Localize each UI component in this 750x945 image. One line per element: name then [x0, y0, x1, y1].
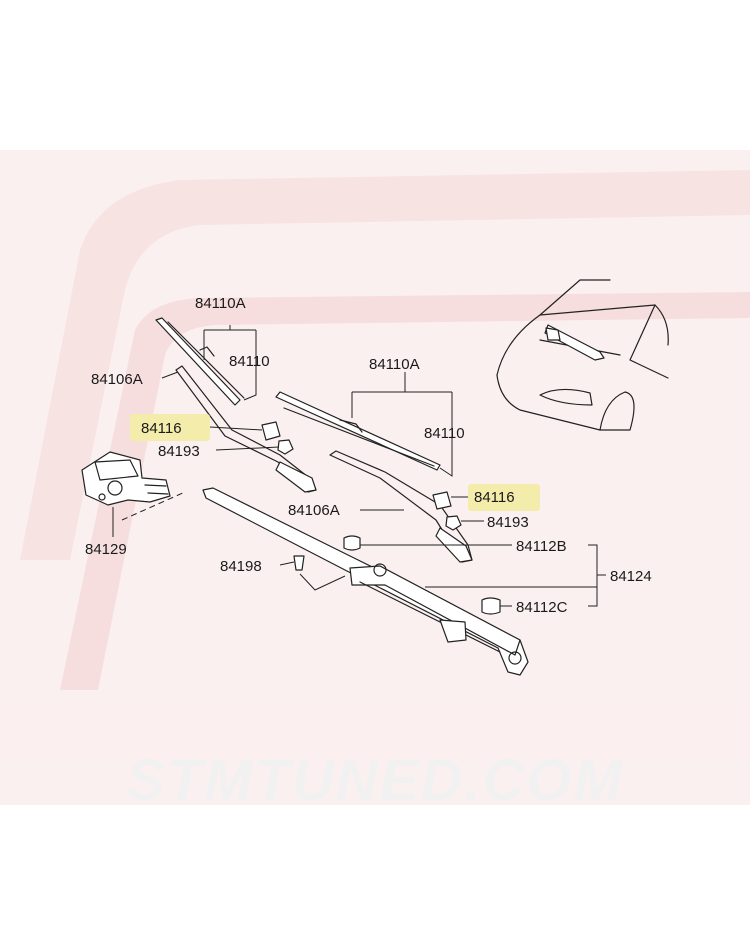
- lower-bushing-shape: [481, 597, 501, 615]
- highlight-box-right-cap: [468, 484, 540, 511]
- left-arm-cap-shape: [261, 421, 281, 441]
- motor-link-dash: [121, 491, 186, 521]
- label-left-blade: 84110A: [195, 295, 246, 312]
- clip-leader: [299, 573, 346, 591]
- right-arm-cap-shape: [432, 491, 452, 510]
- leader-left-cap: [209, 426, 263, 431]
- label-upper-bushing: 84112B: [516, 538, 567, 555]
- highlight-box-left-cap: [130, 414, 210, 441]
- label-left-cap: 84116: [141, 420, 182, 437]
- label-motor: 84129: [85, 541, 127, 558]
- watermark-text: STMTUNED.COM: [126, 748, 624, 813]
- label-right-cap: 84116: [474, 489, 515, 506]
- left-nut-shape: [277, 439, 294, 455]
- leader-right-blade: [351, 372, 453, 477]
- label-linkage: 84124: [610, 568, 652, 585]
- right-wiper-blade: [275, 391, 441, 471]
- label-right-blade: 84110A: [369, 356, 420, 373]
- wiper-motor: [81, 451, 171, 506]
- vehicle-location-sketch: [496, 279, 669, 431]
- label-right-arm: 84106A: [288, 502, 340, 519]
- left-wiper-arm: [175, 365, 317, 493]
- label-left-nut: 84193: [158, 443, 200, 460]
- leader-clip: [279, 561, 295, 566]
- label-lower-bushing: 84112C: [516, 599, 568, 616]
- right-nut-shape: [445, 515, 462, 531]
- label-clip: 84198: [220, 558, 262, 575]
- leader-left-nut: [215, 446, 280, 451]
- label-right-blade-refill: 84110: [424, 425, 465, 442]
- upper-bushing-shape: [343, 535, 361, 551]
- leader-left-blade: [203, 325, 257, 401]
- wiper-linkage: [202, 487, 529, 676]
- label-right-nut: 84193: [487, 514, 529, 531]
- label-left-blade-refill: 84110: [229, 353, 270, 370]
- label-left-arm: 84106A: [91, 371, 143, 388]
- leader-linkage: [425, 544, 606, 607]
- leader-left-arm: [161, 371, 179, 379]
- clip-shape: [293, 555, 305, 571]
- left-wiper-blade: [155, 317, 245, 406]
- background-watermark-band: [0, 150, 750, 805]
